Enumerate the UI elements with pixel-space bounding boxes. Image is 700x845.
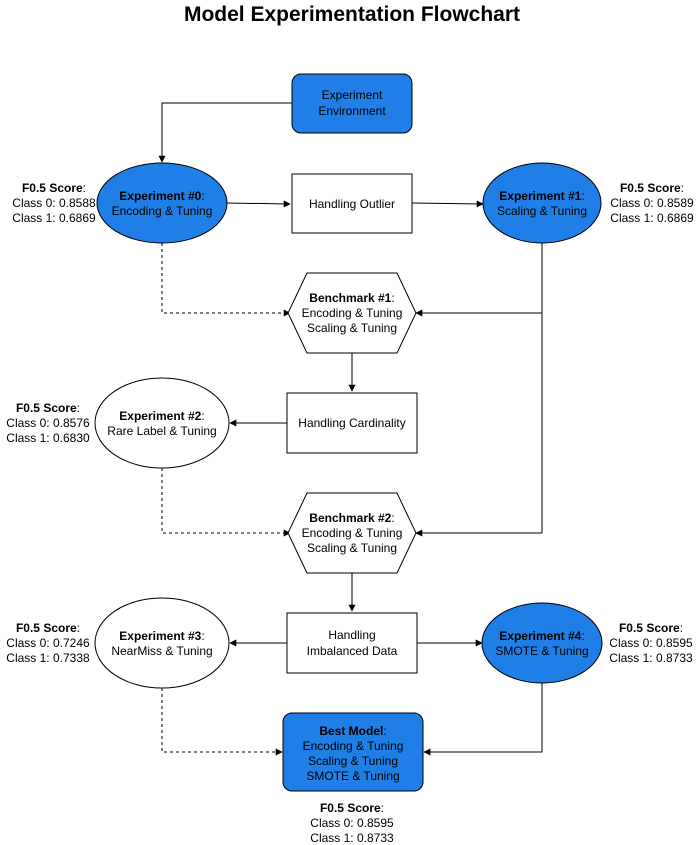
node-experiment-2: Experiment #2: Rare Label & Tuning — [94, 377, 230, 469]
node-label-line: Scaling & Tuning — [307, 321, 397, 335]
node-label-line: Imbalanced Data — [307, 644, 398, 658]
node-title: Experiment #2: — [119, 409, 204, 423]
score-class0: Class 0: 0.8589 — [610, 196, 694, 210]
node-title: Benchmark #2: — [309, 511, 394, 525]
score-class0: Class 0: 0.8595 — [609, 636, 693, 650]
node-experiment-1: Experiment #1: Scaling & Tuning — [482, 162, 602, 244]
edge-exp1-to-bench2 — [415, 313, 543, 537]
node-best-model: Best Model: Encoding & Tuning Scaling & … — [282, 712, 424, 792]
node-label-line: Rare Label & Tuning — [107, 424, 216, 438]
score-annotation-best: F0.5 Score: Class 0: 0.8595 Class 1: 0.8… — [310, 801, 394, 845]
node-label-line: Encoding & Tuning — [302, 526, 403, 540]
edge-env-to-exp0 — [158, 102, 292, 163]
edge-exp1-to-bench1 — [415, 243, 543, 317]
node-title: Experiment #3: — [119, 629, 204, 643]
score-class0: Class 0: 0.7246 — [6, 636, 90, 650]
edge-exp3-to-best — [161, 688, 283, 756]
node-label-line: Experiment — [322, 88, 383, 102]
edge-outlier-to-exp1 — [411, 200, 484, 208]
score-class1: Class 1: 0.6830 — [6, 431, 90, 445]
node-shape — [481, 602, 603, 684]
node-label-line: Encoding & Tuning — [112, 204, 213, 218]
score-annotation-exp4: F0.5 Score: Class 0: 0.8595 Class 1: 0.8… — [609, 621, 693, 665]
edge-exp2-to-bench2 — [161, 468, 291, 537]
node-label-line: Handling Outlier — [309, 197, 395, 211]
node-label-line: NearMiss & Tuning — [111, 644, 212, 658]
score-class1: Class 1: 0.8733 — [310, 831, 394, 845]
node-experiment-3: Experiment #3: NearMiss & Tuning — [94, 597, 230, 689]
node-shape — [286, 612, 418, 674]
score-annotation-exp1: F0.5 Score: Class 0: 0.8589 Class 1: 0.6… — [610, 181, 694, 225]
node-experiment-0: Experiment #0: Encoding & Tuning — [96, 162, 228, 244]
node-shape — [94, 597, 230, 689]
node-label-line: Scaling & Tuning — [308, 754, 398, 768]
node-shape — [291, 73, 413, 134]
node-label-line: Handling — [328, 628, 375, 642]
edges — [158, 102, 543, 756]
node-experiment-4: Experiment #4: SMOTE & Tuning — [481, 602, 603, 684]
node-shape — [287, 272, 417, 354]
node-title: Experiment #4: — [499, 629, 584, 643]
node-benchmark-2: Benchmark #2: Encoding & Tuning Scaling … — [287, 492, 417, 574]
node-label-line: Scaling & Tuning — [497, 204, 587, 218]
node-label-line: SMOTE & Tuning — [306, 769, 399, 783]
node-experiment-environment: Experiment Environment — [291, 73, 413, 134]
node-handling-cardinality: Handling Cardinality — [286, 392, 418, 454]
score-heading: F0.5 Score: — [320, 801, 384, 815]
node-shape — [94, 377, 230, 469]
score-class1: Class 1: 0.7338 — [6, 651, 90, 665]
edge-exp4-to-best — [423, 683, 543, 756]
score-annotation-exp3: F0.5 Score: Class 0: 0.7246 Class 1: 0.7… — [6, 621, 90, 665]
score-heading: F0.5 Score: — [16, 621, 80, 635]
score-annotation-exp2: F0.5 Score: Class 0: 0.8576 Class 1: 0.6… — [6, 401, 90, 445]
score-class1: Class 1: 0.6869 — [12, 211, 96, 225]
node-label-line: Handling Cardinality — [298, 416, 405, 430]
score-class0: Class 0: 0.8595 — [310, 816, 394, 830]
node-shape — [96, 162, 228, 244]
node-title: Experiment #1: — [499, 189, 584, 203]
edge-exp0-to-outlier — [226, 200, 291, 208]
node-handling-outlier: Handling Outlier — [291, 173, 413, 234]
node-title: Benchmark #1: — [309, 291, 394, 305]
node-handling-imbalanced-data: Handling Imbalanced Data — [286, 612, 418, 674]
edge-exp0-to-bench1 — [161, 243, 291, 317]
score-heading: F0.5 Score: — [619, 621, 683, 635]
score-heading: F0.5 Score: — [620, 181, 684, 195]
node-shape — [482, 162, 602, 244]
node-label-line: SMOTE & Tuning — [495, 644, 588, 658]
score-class0: Class 0: 0.8588 — [12, 196, 96, 210]
node-shape — [291, 173, 413, 234]
score-class0: Class 0: 0.8576 — [6, 416, 90, 430]
score-class1: Class 1: 0.6869 — [610, 211, 694, 225]
node-shape — [282, 712, 424, 792]
node-shape — [287, 492, 417, 574]
node-title: Best Model: — [319, 724, 386, 738]
score-annotation-exp0: F0.5 Score: Class 0: 0.8588 Class 1: 0.6… — [12, 181, 96, 225]
score-heading: F0.5 Score: — [22, 181, 86, 195]
node-shape — [286, 392, 418, 454]
node-label-line: Encoding & Tuning — [303, 739, 404, 753]
node-label-line: Scaling & Tuning — [307, 541, 397, 555]
node-label-line: Encoding & Tuning — [302, 306, 403, 320]
score-class1: Class 1: 0.8733 — [609, 651, 693, 665]
node-label-line: Environment — [318, 104, 386, 118]
score-heading: F0.5 Score: — [16, 401, 80, 415]
diagram-title: Model Experimentation Flowchart — [184, 3, 520, 26]
node-title: Experiment #0: — [119, 189, 204, 203]
node-benchmark-1: Benchmark #1: Encoding & Tuning Scaling … — [287, 272, 417, 354]
